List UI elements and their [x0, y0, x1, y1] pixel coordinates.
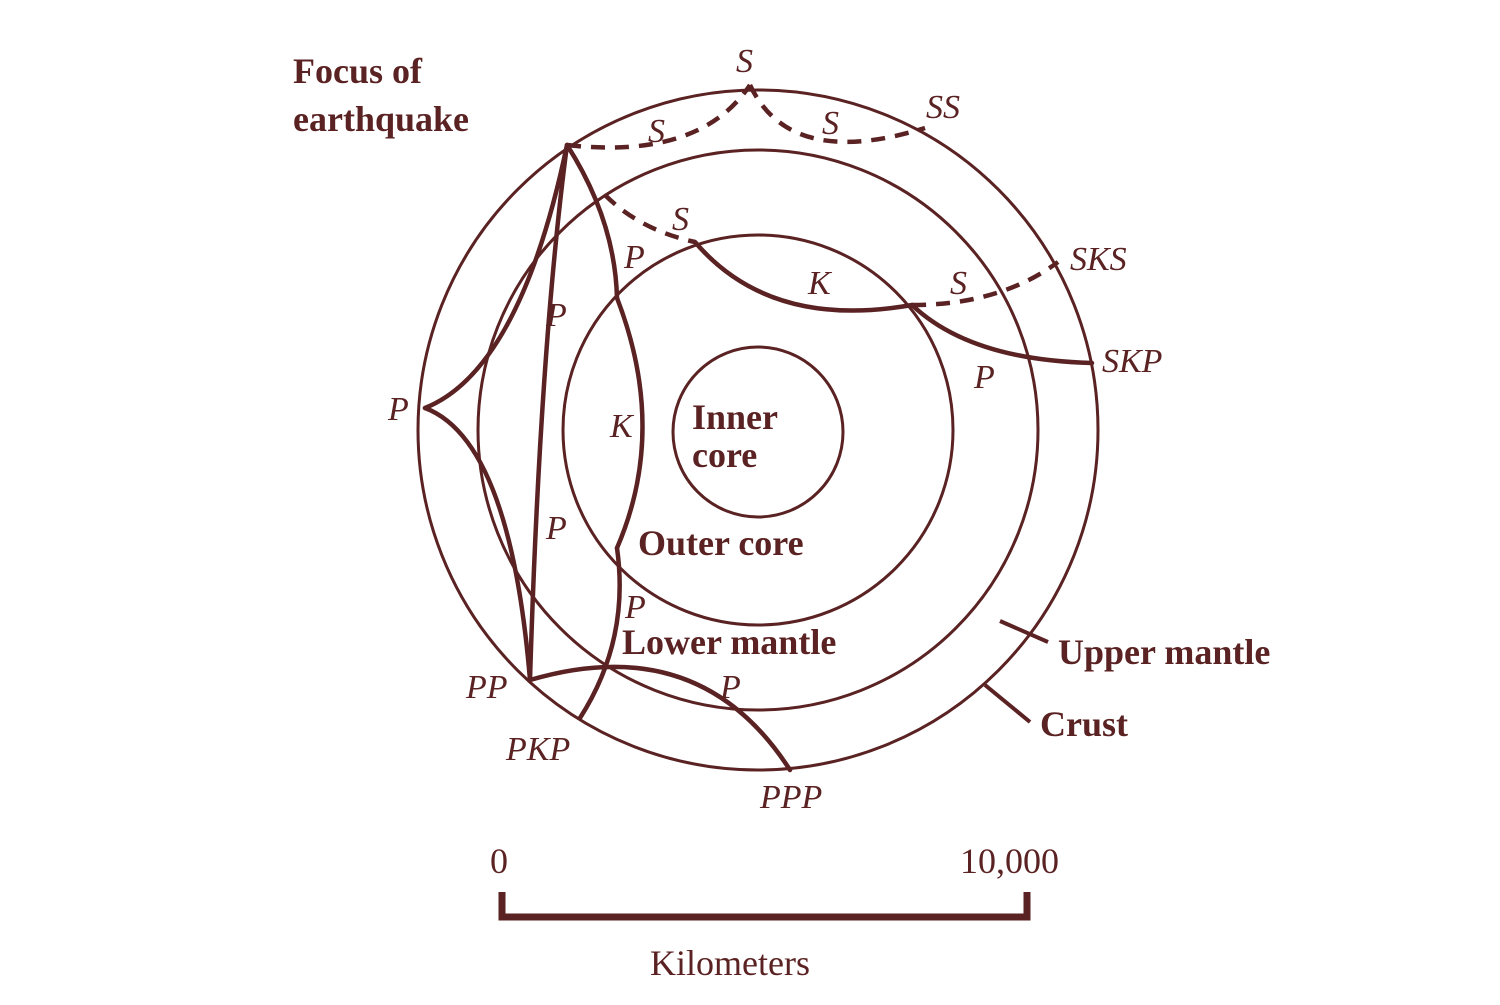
scale-start-label: 0 [490, 841, 508, 881]
ppp-ray [527, 664, 793, 773]
p-ray-lower-left [422, 405, 533, 683]
wave-label-p-upper-pkp: P [623, 239, 645, 276]
wave-label-p-ppp: P [719, 669, 741, 706]
wave-label-ss: SS [926, 89, 960, 126]
s-ray-sks-entry [603, 193, 696, 245]
wave-label-k-sks: K [807, 265, 833, 302]
inner-core-label-2: core [692, 435, 757, 475]
s-ray-left [566, 83, 752, 150]
focus-label-1: Focus of [293, 51, 423, 91]
wave-label-pkp: PKP [505, 731, 570, 768]
scale-unit-label: Kilometers [650, 943, 810, 983]
wave-label-pp: PP [465, 669, 508, 706]
upper-mantle-boundary [476, 148, 1040, 712]
focus-label-2: earthquake [293, 99, 469, 139]
inner-core-boundary [671, 345, 845, 519]
scale-bar [498, 892, 1031, 921]
wave-label-sks: SKS [1070, 241, 1127, 278]
wave-label-s-right: S [822, 105, 839, 142]
wave-label-p-left: P [387, 391, 409, 428]
wave-label-k-pkp: K [609, 408, 635, 445]
outer-core-label: Outer core [638, 523, 804, 563]
wave-label-s-left: S [648, 113, 665, 150]
wave-label-ppp: PPP [759, 779, 822, 816]
crust-label: Crust [1040, 704, 1128, 744]
pkp-ray-core [614, 295, 645, 551]
wave-label-p-lower-pkp: P [624, 589, 646, 626]
upper-mantle-label: Upper mantle [1058, 632, 1270, 672]
pkp-ray-mantle-lower [577, 545, 622, 721]
crust-leader [983, 683, 1032, 724]
wave-label-skp: SKP [1102, 343, 1162, 380]
wave-label-s-sks-right: S [950, 265, 967, 302]
s-ray-sks-exit [911, 260, 1060, 308]
lower-mantle-label: Lower mantle [622, 622, 836, 662]
skp-p-ray [909, 302, 1095, 366]
p-ray-upper-left [422, 142, 570, 411]
pp-ray-outer [527, 142, 570, 683]
scale-end-label: 10,000 [960, 841, 1059, 881]
wave-label-s-top: S [736, 43, 753, 80]
crust-boundary [416, 88, 1100, 772]
wave-label-p-lower-left: P [545, 510, 567, 547]
upper-mantle-leader [999, 619, 1049, 644]
pkp-ray-mantle-upper [564, 142, 620, 301]
sks-k-ray [692, 239, 915, 313]
wave-label-s-sks-left: S [672, 201, 689, 238]
wave-label-p-upper-left: P [545, 297, 567, 334]
outer-core-boundary [561, 233, 955, 627]
wave-label-p-skp: P [973, 359, 995, 396]
inner-core-label-1: Inner [692, 397, 778, 437]
